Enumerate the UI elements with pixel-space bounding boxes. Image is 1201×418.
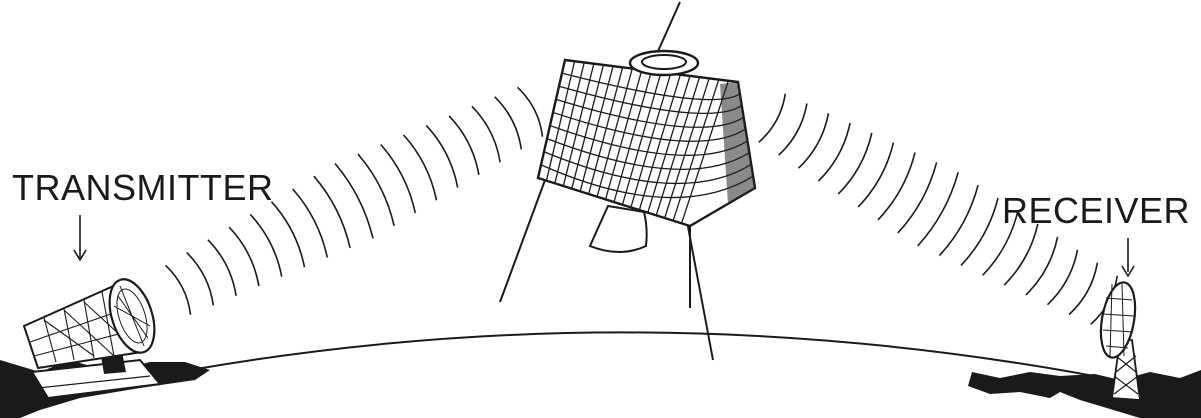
- signal-wave-arc: [381, 145, 416, 214]
- signal-wave-arc: [878, 153, 915, 220]
- signal-wave-arc: [898, 162, 937, 233]
- signal-wave-arc: [939, 185, 978, 256]
- signal-wave-arc: [518, 87, 543, 136]
- signal-wave-arc: [335, 164, 373, 239]
- signal-wave-arc: [1048, 250, 1078, 305]
- signal-wave-arc: [1004, 224, 1038, 285]
- satellite: [500, 2, 755, 360]
- signal-wave-arc: [799, 113, 829, 168]
- signal-wave-arc: [858, 143, 893, 207]
- satellite-antenna: [655, 2, 680, 58]
- signal-wave-arc: [983, 211, 1018, 275]
- signal-wave-arc: [449, 116, 479, 175]
- signal-wave-arc: [250, 214, 281, 276]
- right-landmass: [968, 370, 1201, 418]
- receiver-antenna: [1096, 238, 1141, 400]
- signal-wave-arc: [293, 189, 328, 258]
- signal-wave-arc: [358, 154, 394, 226]
- signal-wave-arc: [229, 227, 259, 286]
- signal-wave-arc: [187, 253, 214, 306]
- signal-wave-arc: [961, 198, 998, 265]
- signal-wave-arc: [495, 97, 522, 150]
- right-signal-waves: [759, 94, 1118, 325]
- satellite-leg-left: [500, 172, 548, 302]
- signal-wave-arc: [918, 172, 958, 246]
- signal-wave-arc: [472, 106, 500, 162]
- signal-wave-arc: [166, 265, 191, 314]
- signal-wave-arc: [779, 104, 807, 156]
- left-signal-waves: [166, 87, 543, 314]
- transmitter-antenna: [24, 215, 163, 398]
- satellite-nozzle: [590, 206, 647, 252]
- signal-wave-arc: [1069, 263, 1097, 315]
- signal-wave-arc: [426, 125, 457, 187]
- signal-wave-arc: [314, 176, 350, 248]
- signal-wave-arc: [759, 94, 786, 143]
- signal-wave-arc: [208, 240, 236, 296]
- signal-wave-arc: [838, 133, 872, 194]
